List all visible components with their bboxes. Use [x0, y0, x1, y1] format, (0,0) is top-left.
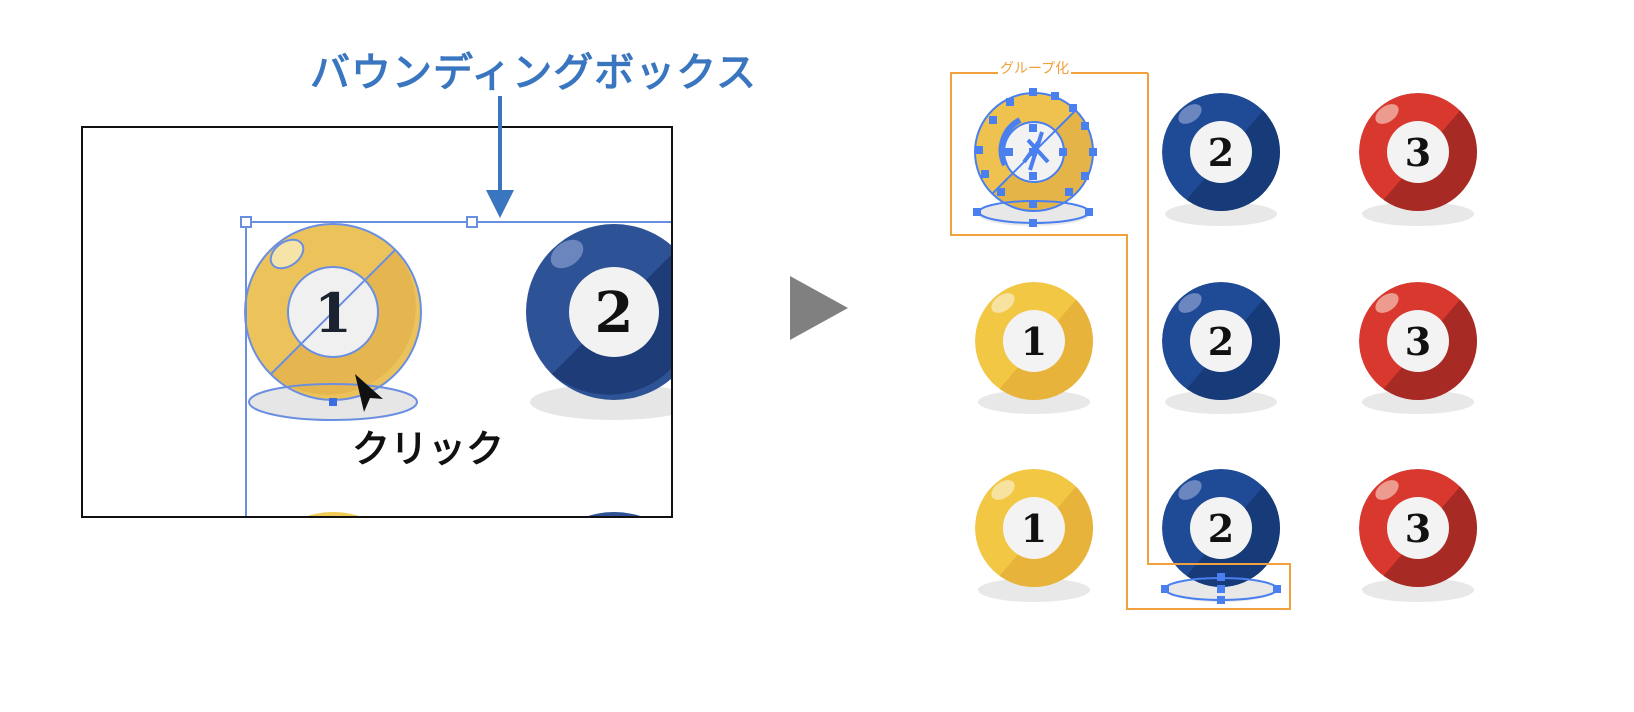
- ball-grid: 2 3 1 2 3 1 2 3: [950, 72, 1477, 610]
- ball-number: 2: [1208, 319, 1234, 364]
- ball-number: 3: [1405, 130, 1431, 175]
- bounding-box-label: バウンディングボックス: [310, 50, 757, 96]
- ball-number: 2: [1208, 506, 1234, 551]
- ball-number: 3: [1405, 319, 1431, 364]
- ball-number: 3: [1405, 506, 1431, 551]
- zoom-ball-2-number: 2: [595, 280, 634, 346]
- group-label: グループ化: [998, 60, 1072, 78]
- mouse-cursor-icon: [355, 374, 383, 412]
- ball-number: 1: [1021, 506, 1047, 551]
- zoom-ball-1-number: 1: [314, 281, 352, 345]
- group-outline: [950, 72, 1291, 610]
- ball-number: 1: [1021, 319, 1047, 364]
- selected-ball: [973, 88, 1097, 227]
- click-label: クリック: [352, 427, 505, 471]
- ball-number: 2: [1208, 130, 1234, 175]
- selected-shadow: [1161, 573, 1281, 604]
- zoom-panel: 1 2: [81, 126, 673, 518]
- zoom-frame: [81, 126, 673, 518]
- down-arrow-icon: [486, 96, 514, 218]
- play-arrow-icon: [790, 276, 848, 340]
